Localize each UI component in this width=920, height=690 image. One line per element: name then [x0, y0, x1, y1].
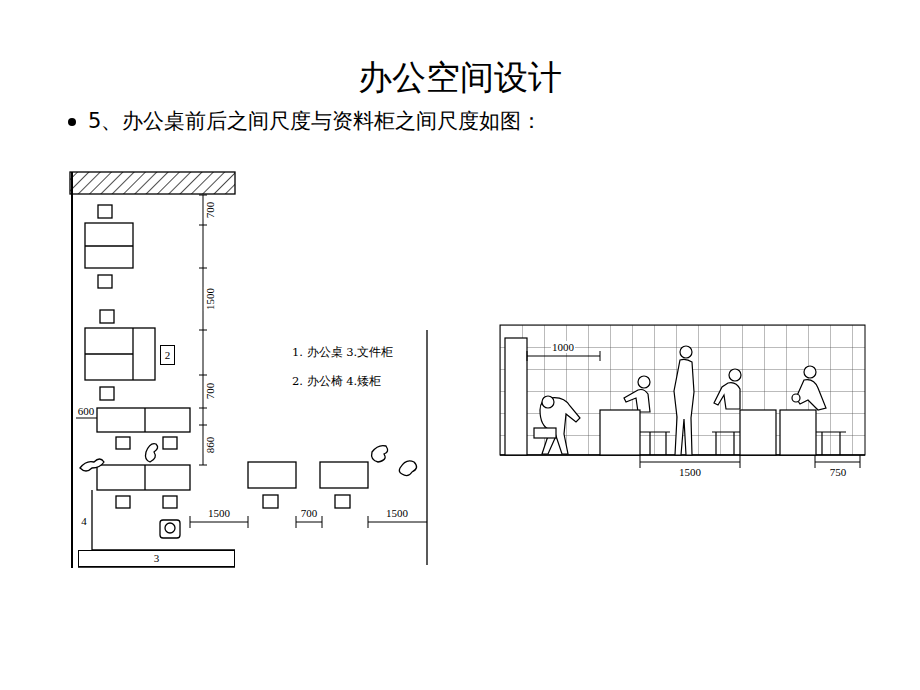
dimension: 1500 [204, 287, 216, 311]
dimension: 700 [300, 507, 319, 519]
dimension: 860 [204, 436, 216, 455]
dimension: 1500 [385, 507, 409, 519]
callout-number: 3 [154, 552, 160, 564]
dimension: 1000 [551, 341, 575, 353]
callout-number: 2 [165, 349, 171, 361]
dimension: 700 [204, 201, 216, 220]
dimension: 1500 [678, 466, 702, 478]
plan-dimension-lines [76, 195, 427, 528]
callout-number: 4 [80, 515, 88, 527]
elevation-view [500, 325, 865, 468]
bullet-dot [68, 118, 76, 126]
furniture-box: 2 [160, 345, 175, 365]
dimension: 1500 [207, 507, 231, 519]
dimension: 750 [829, 466, 848, 478]
legend-note: 2. 办公椅 4.矮柜 [292, 375, 381, 388]
furniture-box: 3 [78, 550, 235, 567]
slide-title: 办公空间设计 [358, 59, 562, 96]
dimension: 600 [77, 405, 96, 417]
plan-view [70, 172, 427, 568]
dimension: 700 [204, 382, 216, 401]
bullet-text: 5、办公桌前后之间尺度与资料柜之间尺度如图： [88, 110, 542, 133]
legend-note: 1. 办公桌 3.文件柜 [292, 346, 393, 359]
